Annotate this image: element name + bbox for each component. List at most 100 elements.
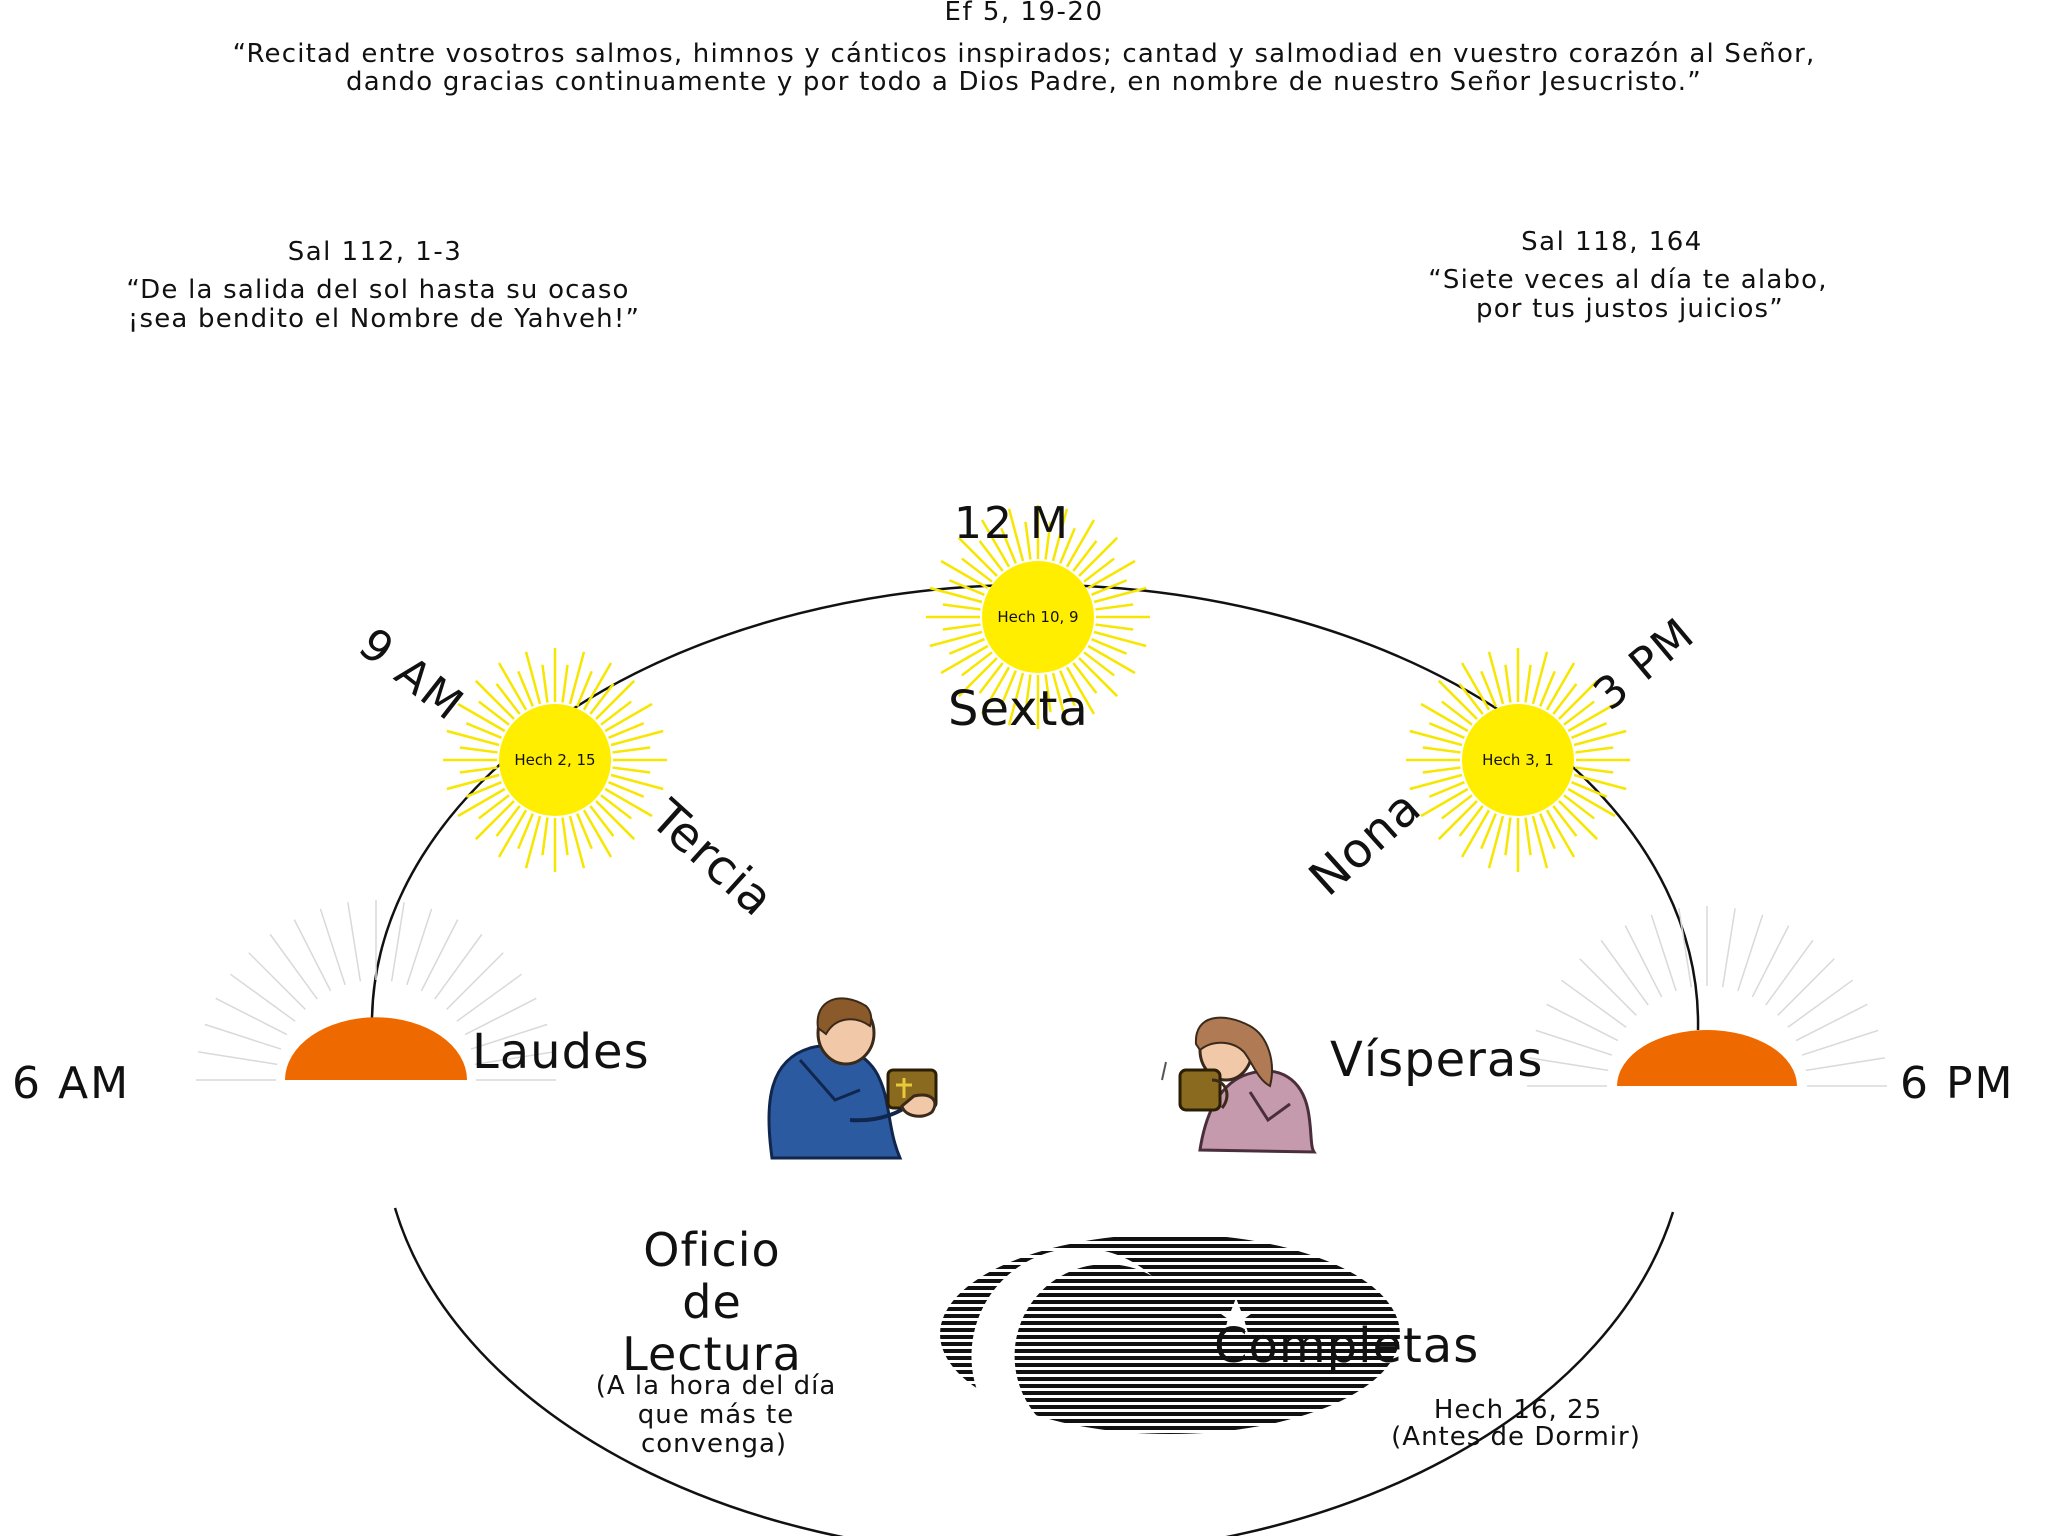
woman-book: [1178, 1068, 1222, 1112]
sun-ray: [1044, 521, 1052, 560]
faint-ray: [1787, 979, 1854, 1028]
completas-note: (Antes de Dormir): [1391, 1422, 1641, 1452]
sun-ray: [495, 683, 521, 715]
sun-ray: [1409, 773, 1463, 791]
sun-ray: [474, 800, 515, 841]
sun-ray: [517, 670, 534, 707]
tercia-sun-reference: Hech 2, 15: [514, 751, 595, 769]
faint-ray: [1600, 939, 1649, 1006]
sun-ray: [1409, 729, 1463, 747]
faint-ray: [229, 973, 296, 1022]
sun-ray: [1051, 508, 1069, 562]
time-6pm: 6 PM: [1900, 1058, 2014, 1109]
sun-ray: [940, 644, 989, 675]
sun-ray: [576, 813, 593, 850]
sun-ray: [1545, 809, 1576, 858]
faint-ray: [248, 952, 306, 1010]
sun-ray: [942, 623, 981, 631]
man-hair: [816, 997, 873, 1036]
sun-ray: [459, 766, 498, 774]
sun-ray: [604, 787, 653, 818]
faint-ray: [446, 952, 504, 1010]
sun-ray: [495, 805, 521, 837]
sun-ray: [497, 809, 528, 858]
sun-ray: [568, 651, 586, 705]
sun-ray: [600, 794, 632, 820]
sun-ray: [1083, 651, 1115, 677]
sun-ray: [1524, 817, 1532, 856]
sun-ray: [1480, 813, 1497, 850]
sun-ray: [465, 722, 502, 739]
sun-ray: [1524, 664, 1532, 703]
sun-ray: [1422, 746, 1461, 754]
man-shirt-fold: [798, 1059, 861, 1102]
sun-ray: [474, 679, 515, 720]
sun-ray: [568, 815, 586, 869]
sun-ray: [1552, 805, 1578, 837]
sun-ray: [465, 781, 502, 798]
man-book-cross-icon: [896, 1078, 912, 1098]
oficio-line-3: Lectura: [622, 1327, 802, 1381]
sun-ray: [1072, 662, 1098, 694]
hour-completas: Completas: [1214, 1318, 1479, 1374]
sun-ray: [1072, 540, 1098, 572]
faint-ray: [1721, 908, 1736, 988]
night-arc: [393, 1207, 1675, 1536]
faint-ray: [1535, 1029, 1613, 1056]
sun-ray: [446, 773, 500, 791]
sun-ray: [1095, 603, 1134, 611]
sun-ray: [1563, 700, 1595, 726]
faint-ray: [390, 902, 405, 982]
sun-ray: [929, 630, 983, 648]
sun-ray: [942, 603, 981, 611]
sun-ray: [1571, 781, 1608, 798]
sexta-sun-disc: [982, 561, 1094, 673]
time-3pm: 3 PM: [1584, 608, 1704, 721]
header-quote-line-1: “Recitad entre vosotros salmos, himnos y…: [233, 39, 1816, 69]
sun-ray: [1567, 702, 1616, 733]
sun-ray: [1575, 746, 1614, 754]
faint-ray: [1624, 925, 1663, 998]
faint-ray: [269, 933, 318, 1000]
sunrise-half-disc: [285, 1017, 467, 1080]
night-moon-emblem: [940, 1237, 1400, 1464]
faint-ray: [1795, 1003, 1868, 1042]
sun-ray: [1087, 644, 1136, 675]
praying-woman-illustration: [1161, 1016, 1317, 1154]
woman-blouse-fold: [1248, 1091, 1291, 1123]
oficio-note-3: convenga): [641, 1429, 787, 1459]
sun-ray: [957, 536, 998, 577]
sunset-sun: [1527, 906, 1887, 1087]
sun-ray: [1458, 683, 1484, 715]
sun-ray: [600, 700, 632, 726]
sunrise-sun: [196, 900, 556, 1081]
sun-ray: [1078, 657, 1119, 698]
sun-ray: [1091, 638, 1128, 655]
sun-ray: [1428, 722, 1465, 739]
sun-ray: [1024, 674, 1032, 713]
sun-ray: [978, 662, 1004, 694]
sun-ray: [1044, 674, 1052, 713]
nona-sun-disc: [1462, 704, 1574, 816]
sun-ray: [1539, 670, 1556, 707]
faint-ray: [1529, 1057, 1609, 1072]
faint-ray: [420, 919, 459, 992]
right-quote-reference: Sal 118, 164: [1521, 227, 1703, 257]
right-quote-line-2: por tus justos juicios”: [1476, 294, 1784, 324]
sun-ray: [1487, 651, 1505, 705]
sun-ray: [561, 817, 569, 856]
faint-ray: [1805, 1057, 1885, 1072]
sun-ray: [1545, 662, 1576, 711]
left-quote-line-1: “De la salida del sol hasta su ocaso: [126, 275, 629, 305]
sun-ray: [1558, 800, 1599, 841]
faint-ray: [1777, 958, 1835, 1016]
sun-ray: [1441, 794, 1473, 820]
sun-ray: [1059, 527, 1076, 564]
sun-ray: [459, 746, 498, 754]
sun-ray: [610, 729, 664, 747]
sun-ray: [608, 722, 645, 739]
hour-laudes: Laudes: [472, 1024, 650, 1080]
sun-ray: [457, 702, 506, 733]
nona-sun: Hech 3, 1: [1406, 648, 1630, 872]
